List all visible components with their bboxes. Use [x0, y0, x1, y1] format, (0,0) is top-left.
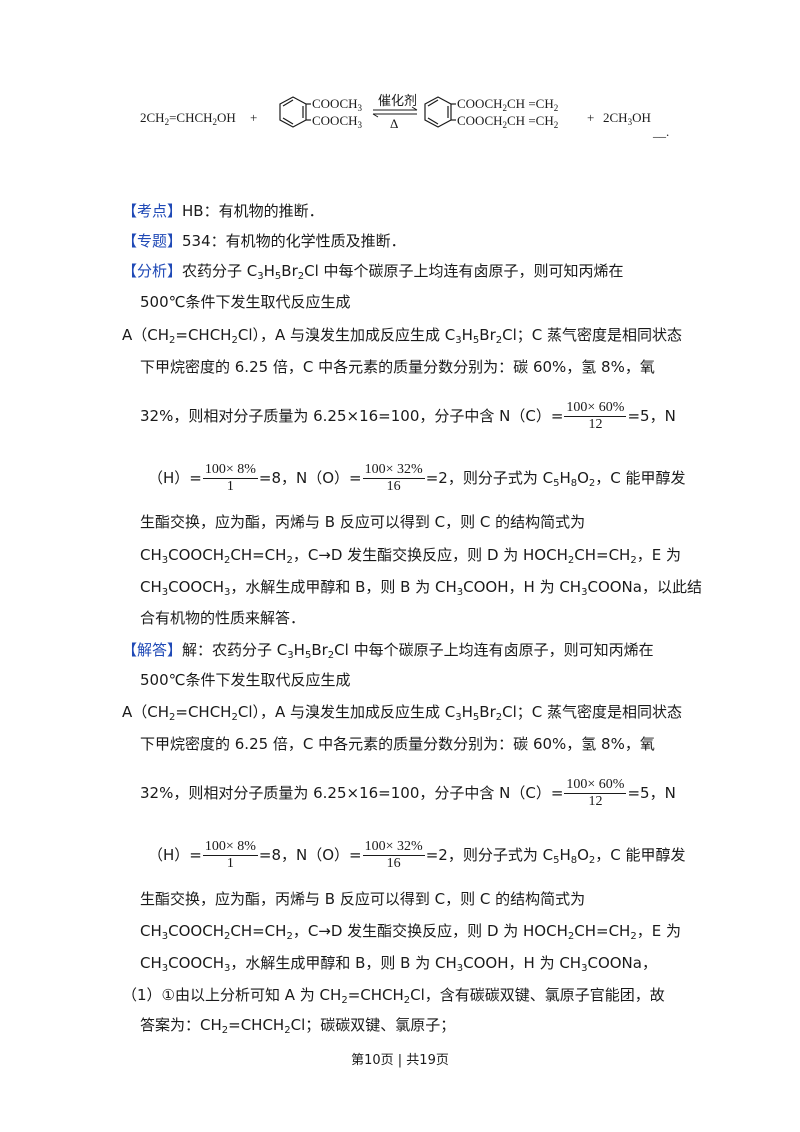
fenxi-line-4: 下甲烷密度的 6.25 倍，C 中各元素的质量分数分别为：碳 60%，氢 8%，…: [140, 358, 655, 376]
fenxi-line-2: 500℃条件下发生取代反应生成: [140, 293, 351, 311]
fenxi-line-10: 合有机物的性质来解答．: [140, 609, 306, 627]
benzene-ring-icon: [424, 96, 456, 128]
jieda-line-9: CH3COOCH3，水解生成甲醇和 B，则 B 为 CH3COOH，H 为 CH…: [140, 954, 657, 974]
jieda-line-3: A（CH2=CHCH2Cl），A 与溴发生加成反应生成 C3H5Br2Cl；C …: [122, 703, 683, 723]
plus-sign-1: +: [250, 110, 257, 125]
fraction-carbon: 100× 60%12: [564, 777, 627, 809]
fenxi-line-6: （H）=100× 8%1=8，N（O）=100× 32%16=2，则分子式为 C…: [148, 462, 686, 494]
fenxi-line-1: 【分析】农药分子 C3H5Br2Cl 中每个碳原子上均连有卤原子，则可知丙烯在: [122, 262, 624, 282]
jieda-line-6: （H）=100× 8%1=8，N（O）=100× 32%16=2，则分子式为 C…: [148, 839, 686, 871]
product-ester-1: COOCH2CH =CH2: [457, 96, 558, 113]
substituent-ester-2: COOCH3: [312, 113, 363, 130]
product-ester-2: COOCH2CH =CH2: [457, 113, 558, 130]
fenxi-tag: 【分析】: [122, 262, 183, 280]
zhuanti-text: 534：有机物的化学性质及推断．: [182, 232, 406, 250]
question-1-line-2: 答案为：CH2=CHCH2Cl；碳碳双键、氯原子；: [140, 1016, 456, 1036]
fenxi-line-3: A（CH2=CHCH2Cl），A 与溴发生加成反应生成 C3H5Br2Cl；C …: [122, 326, 683, 346]
fenxi-line-5: 32%，则相对分子质量为 6.25×16=100，分子中含 N（C）=100× …: [140, 400, 676, 432]
plus-sign-2: +: [587, 110, 594, 125]
fraction-hydrogen: 100× 8%1: [202, 839, 258, 871]
reversible-arrow-icon: [372, 106, 418, 118]
fenxi-line-7: 生酯交换，应为酯，丙烯与 B 反应可以得到 C，则 C 的结构简式为: [140, 513, 586, 531]
fraction-carbon: 100× 60%12: [564, 400, 627, 432]
zhuanti-line: 【专题】534：有机物的化学性质及推断．: [122, 231, 406, 251]
jieda-line-5: 32%，则相对分子质量为 6.25×16=100，分子中含 N（C）=100× …: [140, 777, 676, 809]
catalyst-label: 催化剂: [378, 93, 417, 108]
jieda-line-1: 【解答】解：农药分子 C3H5Br2Cl 中每个碳原子上均连有卤原子，则可知丙烯…: [122, 641, 654, 661]
substituent-ester-1: COOCH3: [312, 96, 363, 113]
question-1-line-1: （1）①由以上分析可知 A 为 CH2=CHCH2Cl，含有碳碳双键、氯原子官能…: [122, 986, 665, 1006]
jieda-line-2: 500℃条件下发生取代反应生成: [140, 671, 351, 689]
page-footer: 第10页 | 共19页: [351, 1053, 449, 1068]
benzene-ring-icon: [279, 96, 311, 128]
fenxi-line-8: CH3COOCH2CH=CH2，C→D 发生酯交换反应，则 D 为 HOCH2C…: [140, 546, 681, 566]
kaodian-text: HB：有机物的推断．: [182, 202, 324, 220]
jieda-line-8: CH3COOCH2CH=CH2，C→D 发生酯交换反应，则 D 为 HOCH2C…: [140, 922, 681, 942]
jieda-line-7: 生酯交换，应为酯，丙烯与 B 反应可以得到 C，则 C 的结构简式为: [140, 890, 586, 908]
kaodian-line: 【考点】HB：有机物的推断．: [122, 201, 324, 221]
heat-label: Δ: [390, 116, 398, 131]
zhuanti-tag: 【专题】: [122, 232, 183, 250]
answer-blank: __.: [652, 124, 669, 139]
jieda-line-4: 下甲烷密度的 6.25 倍，C 中各元素的质量分数分别为：碳 60%，氢 8%，…: [140, 735, 655, 753]
fenxi-line-9: CH3COOCH3，水解生成甲醇和 B，则 B 为 CH3COOH，H 为 CH…: [140, 578, 702, 598]
jieda-tag: 【解答】: [122, 641, 183, 659]
byproduct-methanol: 2CH3OH: [603, 110, 651, 127]
reactant-allyl-alcohol: 2CH2=CHCH2OH: [140, 110, 236, 127]
kaodian-tag: 【考点】: [122, 202, 183, 220]
reaction-equation: 2CH2=CHCH2OH + COOCH3 COOCH3 催化剂 Δ: [140, 93, 669, 139]
fraction-oxygen: 100× 32%16: [362, 839, 425, 871]
fraction-hydrogen: 100× 8%1: [202, 462, 258, 494]
fraction-oxygen: 100× 32%16: [362, 462, 425, 494]
